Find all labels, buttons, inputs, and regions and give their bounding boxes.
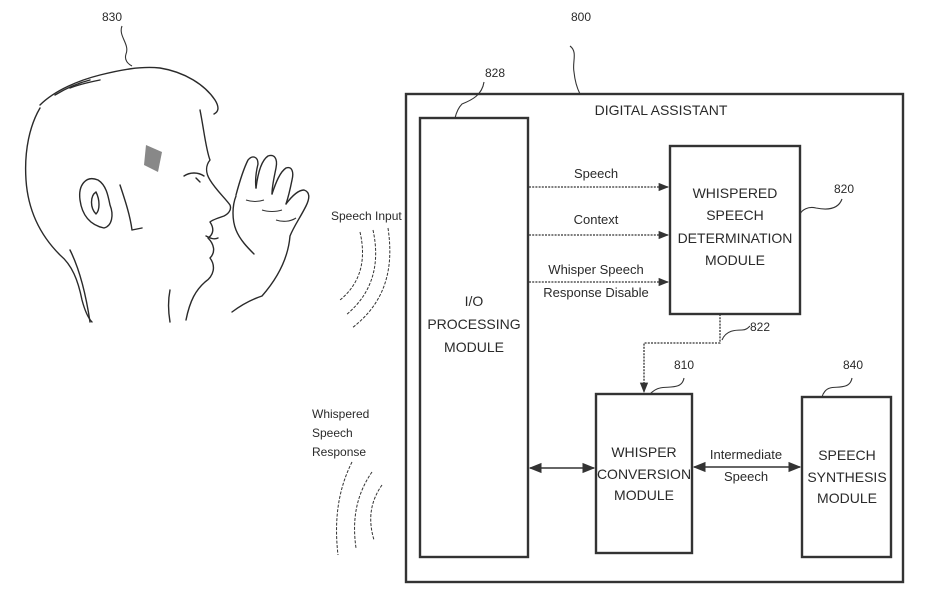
speech-synthesis-module <box>800 395 893 559</box>
user-ref-label: 830 <box>102 10 122 24</box>
synthesis-module-ref: 840 <box>843 358 863 372</box>
response-label-line-3: Response <box>312 445 366 459</box>
user-ref-leader <box>120 25 133 67</box>
person-whispering-illustration <box>24 66 310 323</box>
io-processing-module <box>418 116 530 559</box>
speech-input-waves-icon <box>339 227 391 329</box>
io-module-line-3: MODULE <box>444 339 504 355</box>
determination-module-line-1: WHISPERED <box>693 185 778 201</box>
intermediate-label-line-2: Speech <box>724 469 768 484</box>
speech-arrow-label: Speech <box>574 166 618 181</box>
synthesis-module-line-3: MODULE <box>817 490 877 506</box>
synthesis-module-line-2: SYNTHESIS <box>807 469 886 485</box>
io-module-ref-leader <box>454 81 485 119</box>
conversion-module-line-2: CONVERSION <box>597 466 691 482</box>
determination-output-ref: 822 <box>750 320 770 334</box>
determination-module-line-2: SPEECH <box>706 207 764 223</box>
response-label-line-1: Whispered <box>312 407 369 421</box>
whisper-conversion-module <box>594 392 694 555</box>
conversion-module-ref: 810 <box>674 358 694 372</box>
io-module-line-2: PROCESSING <box>427 316 520 332</box>
determination-module-line-4: MODULE <box>705 252 765 268</box>
io-module-line-1: I/O <box>465 293 484 309</box>
whispered-speech-determination-module <box>668 144 802 316</box>
whispered-response-waves-icon <box>336 461 383 556</box>
speech-input-label: Speech Input <box>331 209 402 223</box>
determination-output-ref-leader <box>721 325 751 341</box>
context-arrow-label: Context <box>574 212 619 227</box>
conversion-module-ref-leader <box>649 377 685 395</box>
determination-module-ref-leader <box>799 198 843 215</box>
whisper-disable-label-line-2: Response Disable <box>543 285 649 300</box>
digital-assistant-ref: 800 <box>571 10 591 24</box>
synthesis-module-line-1: SPEECH <box>818 447 876 463</box>
response-label-line-2: Speech <box>312 426 353 440</box>
determination-module-line-3: DETERMINATION <box>678 230 793 246</box>
digital-assistant-title: DIGITAL ASSISTANT <box>595 102 728 118</box>
determination-to-conversion-arrow <box>639 314 721 394</box>
whisper-disable-label-line-1: Whisper Speech <box>548 262 643 277</box>
conversion-module-line-3: MODULE <box>614 487 674 503</box>
digital-assistant-ref-leader <box>569 45 581 95</box>
intermediate-label-line-1: Intermediate <box>710 447 782 462</box>
synthesis-module-ref-leader <box>821 377 853 398</box>
conversion-module-line-1: WHISPER <box>611 444 676 460</box>
determination-module-ref: 820 <box>834 182 854 196</box>
io-module-ref: 828 <box>485 66 505 80</box>
